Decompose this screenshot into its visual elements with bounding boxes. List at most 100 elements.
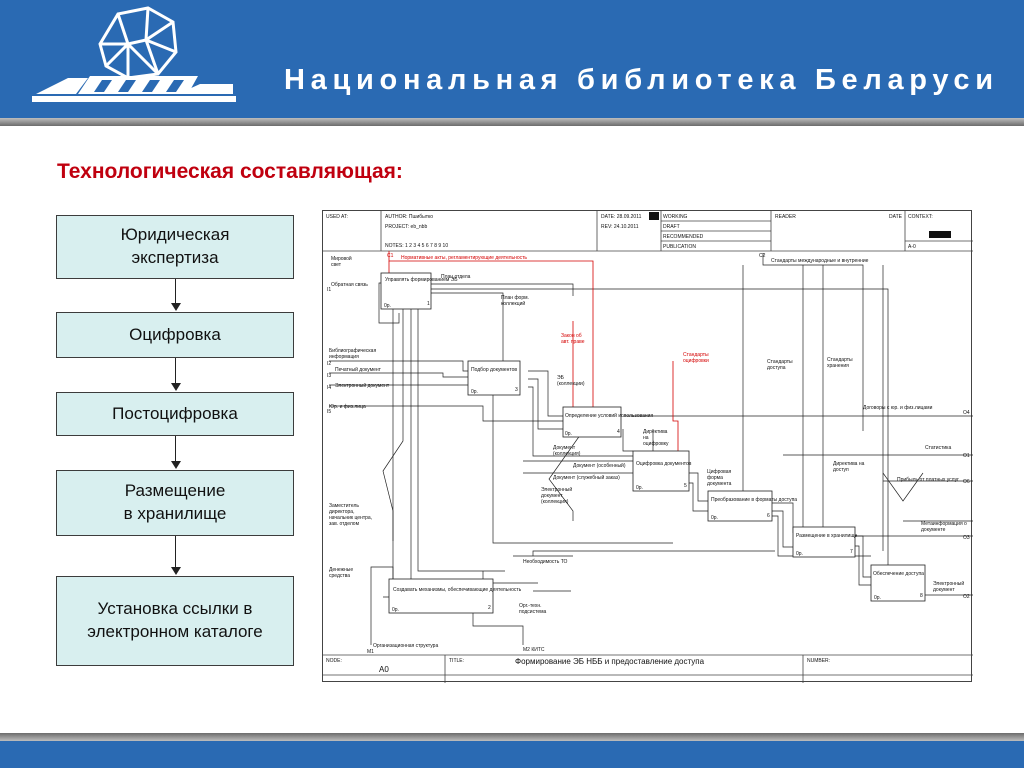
- c2-text: Стандарты международные и внутренние: [771, 258, 869, 264]
- date-label: DATE: 28.09.2011: [601, 214, 642, 220]
- m2-label: M2 КИТС: [523, 647, 545, 653]
- activity-box-2: [388, 578, 494, 614]
- statistika-label: Статистика: [925, 445, 951, 451]
- step-catalog-link: Установка ссылки в электронном каталоге: [56, 576, 294, 666]
- reader-label: READER: [775, 214, 796, 220]
- context-label: CONTEXT:: [908, 214, 933, 220]
- project-label: PROJECT: eb_nbb: [385, 224, 427, 230]
- plan-otdela-label: План отдела: [441, 274, 471, 280]
- arrow-down-icon: [171, 303, 181, 311]
- library-name: Национальная библиотека Беларуси: [284, 64, 999, 96]
- org-tech-label: Орг.-техн.подсистема: [519, 603, 547, 615]
- m1-label: M1: [367, 649, 374, 655]
- box-5-label: Оцифровка документов: [636, 461, 692, 467]
- c1-text: Нормативные акты, регламентирующие деяте…: [401, 255, 527, 261]
- arrow-down-icon: [171, 383, 181, 391]
- i2-label: I2: [327, 361, 331, 367]
- box-1-num: 1: [427, 301, 430, 307]
- org-struct-label: Организационная структура: [373, 643, 438, 649]
- i4-label: I4: [327, 385, 331, 391]
- box-6-label: Преобразование в форматы доступа: [711, 497, 797, 503]
- neobh-to-label: Необходимость ТО: [523, 559, 568, 565]
- idef0-diagram: USED AT: AUTHOR: Пшибытко PROJECT: eb_nb…: [322, 210, 973, 683]
- box-6-op: 0р.: [711, 515, 718, 521]
- step-legal-expertise: Юридическая экспертиза: [56, 215, 294, 279]
- section-title: Технологическая составляющая:: [57, 160, 403, 183]
- context-node-label: A-0: [908, 244, 916, 250]
- arrow-down-icon: [171, 567, 181, 575]
- number-label: NUMBER:: [807, 658, 830, 664]
- o2-label: O2: [963, 594, 970, 600]
- step-post-digitization: Постоцифровка: [56, 392, 294, 436]
- footer-bar: [0, 741, 1024, 768]
- box-4-label: Определение условий использования: [565, 412, 653, 419]
- o3-label: O3: [963, 535, 970, 541]
- elektronny-label: Электронный документ: [335, 382, 390, 389]
- header-bar: Национальная библиотека Беларуси: [0, 0, 1024, 118]
- author-label: AUTHOR: Пшибытко: [385, 214, 433, 220]
- box-4-num: 4: [617, 429, 620, 435]
- box-1-op: 0р.: [384, 303, 391, 309]
- box-5-op: 0р.: [636, 485, 643, 491]
- yur-lica-label: Юр. и физ.лица: [329, 404, 366, 410]
- idef0-canvas: USED AT: AUTHOR: Пшибытко PROJECT: eb_nb…: [323, 211, 973, 683]
- box-8-num: 8: [920, 593, 923, 599]
- draft-label: DRAFT: [663, 224, 680, 230]
- node-label: NODE:: [326, 658, 342, 664]
- box-2-label: Создавать механизмы, обеспечивающие деят…: [393, 587, 522, 593]
- title-label: TITLE:: [449, 658, 464, 664]
- activity-box-7: [792, 526, 856, 558]
- library-logo-icon: [32, 6, 236, 102]
- box-1-label: Управлять формированием ЭБ: [385, 277, 458, 283]
- node-value: A0: [379, 665, 389, 674]
- activity-box-3: [467, 360, 521, 396]
- obr-svyaz-label: Обратная связь: [331, 282, 368, 288]
- box-2-op: 0р.: [392, 607, 399, 613]
- diagram-title: Формирование ЭБ НББ и предоставление дос…: [515, 657, 705, 666]
- activity-box-6: [707, 490, 773, 522]
- footer-divider: [0, 733, 1024, 741]
- activity-box-4: [562, 406, 622, 438]
- box-5-num: 5: [684, 483, 687, 489]
- o1-label: O1: [963, 453, 970, 459]
- box-8-label: Обеспечение доступа: [873, 571, 924, 577]
- dogovor-label: Договоры с юр. и физ.лицами: [863, 405, 933, 411]
- dokument-sluzh-label: Документ (служебный заказ): [553, 474, 620, 481]
- pribyl-label: Прибыль от платных услуг: [897, 477, 959, 483]
- publication-label: PUBLICATION: [663, 244, 696, 250]
- activity-box-1: [380, 272, 432, 310]
- c1-label: C1: [387, 253, 394, 259]
- arrow-down-icon: [171, 461, 181, 469]
- box-3-op: 0р.: [471, 389, 478, 395]
- flow-arrow: [175, 436, 176, 462]
- plan-form-label: План форм.коллекций: [501, 295, 529, 307]
- flow-arrow: [175, 358, 176, 384]
- working-label: WORKING: [663, 214, 688, 220]
- box-7-num: 7: [850, 549, 853, 555]
- box-3-label: Подбор документов: [471, 367, 517, 373]
- dokument-coll-label: Документ(коллекция): [553, 445, 581, 457]
- dokument-osob-label: Документ (особенный): [573, 462, 626, 469]
- o6-label: O6: [963, 479, 970, 485]
- notes-label: NOTES: 1 2 3 4 5 6 7 8 9 10: [385, 243, 448, 249]
- step-storage-placement: Размещение в хранилище: [56, 470, 294, 536]
- reader-date-label: DATE: [889, 214, 903, 220]
- i1-label: I1: [327, 287, 331, 293]
- c2-label: C2: [759, 253, 766, 259]
- eb-coll-label: ЭБ(коллекции): [557, 375, 585, 387]
- flow-arrow: [175, 536, 176, 568]
- box-7-op: 0р.: [796, 551, 803, 557]
- i3-label: I3: [327, 373, 331, 379]
- o4-label: O4: [963, 410, 970, 416]
